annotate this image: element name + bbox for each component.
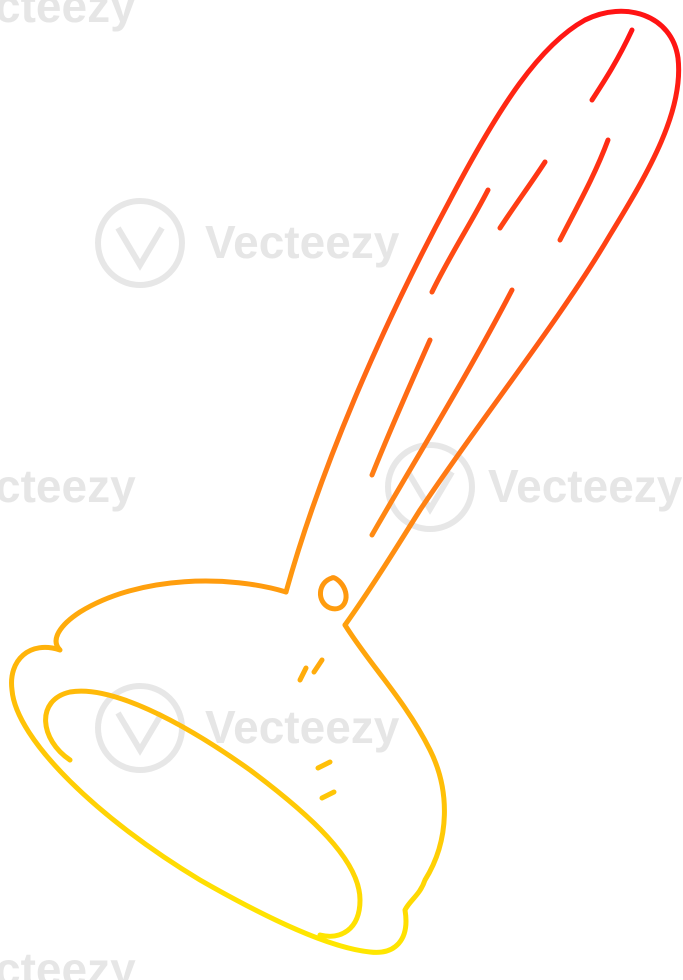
watermark-logo-icon-low bbox=[95, 683, 185, 773]
handle-grain-2 bbox=[497, 159, 548, 231]
cup-rim bbox=[43, 688, 363, 939]
handle-grain-4 bbox=[429, 187, 491, 295]
watermark-logo-icon bbox=[95, 198, 185, 288]
watermark-logo-icon-mid bbox=[385, 442, 475, 532]
watermark-text-top-left: cteezy bbox=[0, 0, 136, 32]
watermark-text-upper: Vecteezy bbox=[205, 216, 400, 268]
handle-ferrule bbox=[318, 575, 349, 612]
cup-highlight-1 bbox=[297, 665, 309, 683]
cup-highlight-2 bbox=[311, 657, 325, 675]
handle-grain-6 bbox=[369, 287, 515, 538]
handle-grain-3 bbox=[557, 137, 611, 243]
cup-dome bbox=[9, 578, 447, 955]
watermark-text-lower: Vecteezy bbox=[205, 701, 400, 753]
cup-highlight-3 bbox=[315, 759, 333, 771]
watermark-text-bottom: cteezy bbox=[0, 943, 136, 980]
plunger-drawing bbox=[9, 8, 682, 955]
watermark-text-mid-right: Vecteezy bbox=[488, 460, 683, 512]
cup-highlight-4 bbox=[319, 789, 337, 801]
handle-grain-5 bbox=[369, 337, 433, 478]
watermark-text-mid-left: cteezy bbox=[0, 460, 136, 512]
handle-grain-1 bbox=[589, 27, 635, 103]
handle-outline bbox=[283, 8, 682, 628]
